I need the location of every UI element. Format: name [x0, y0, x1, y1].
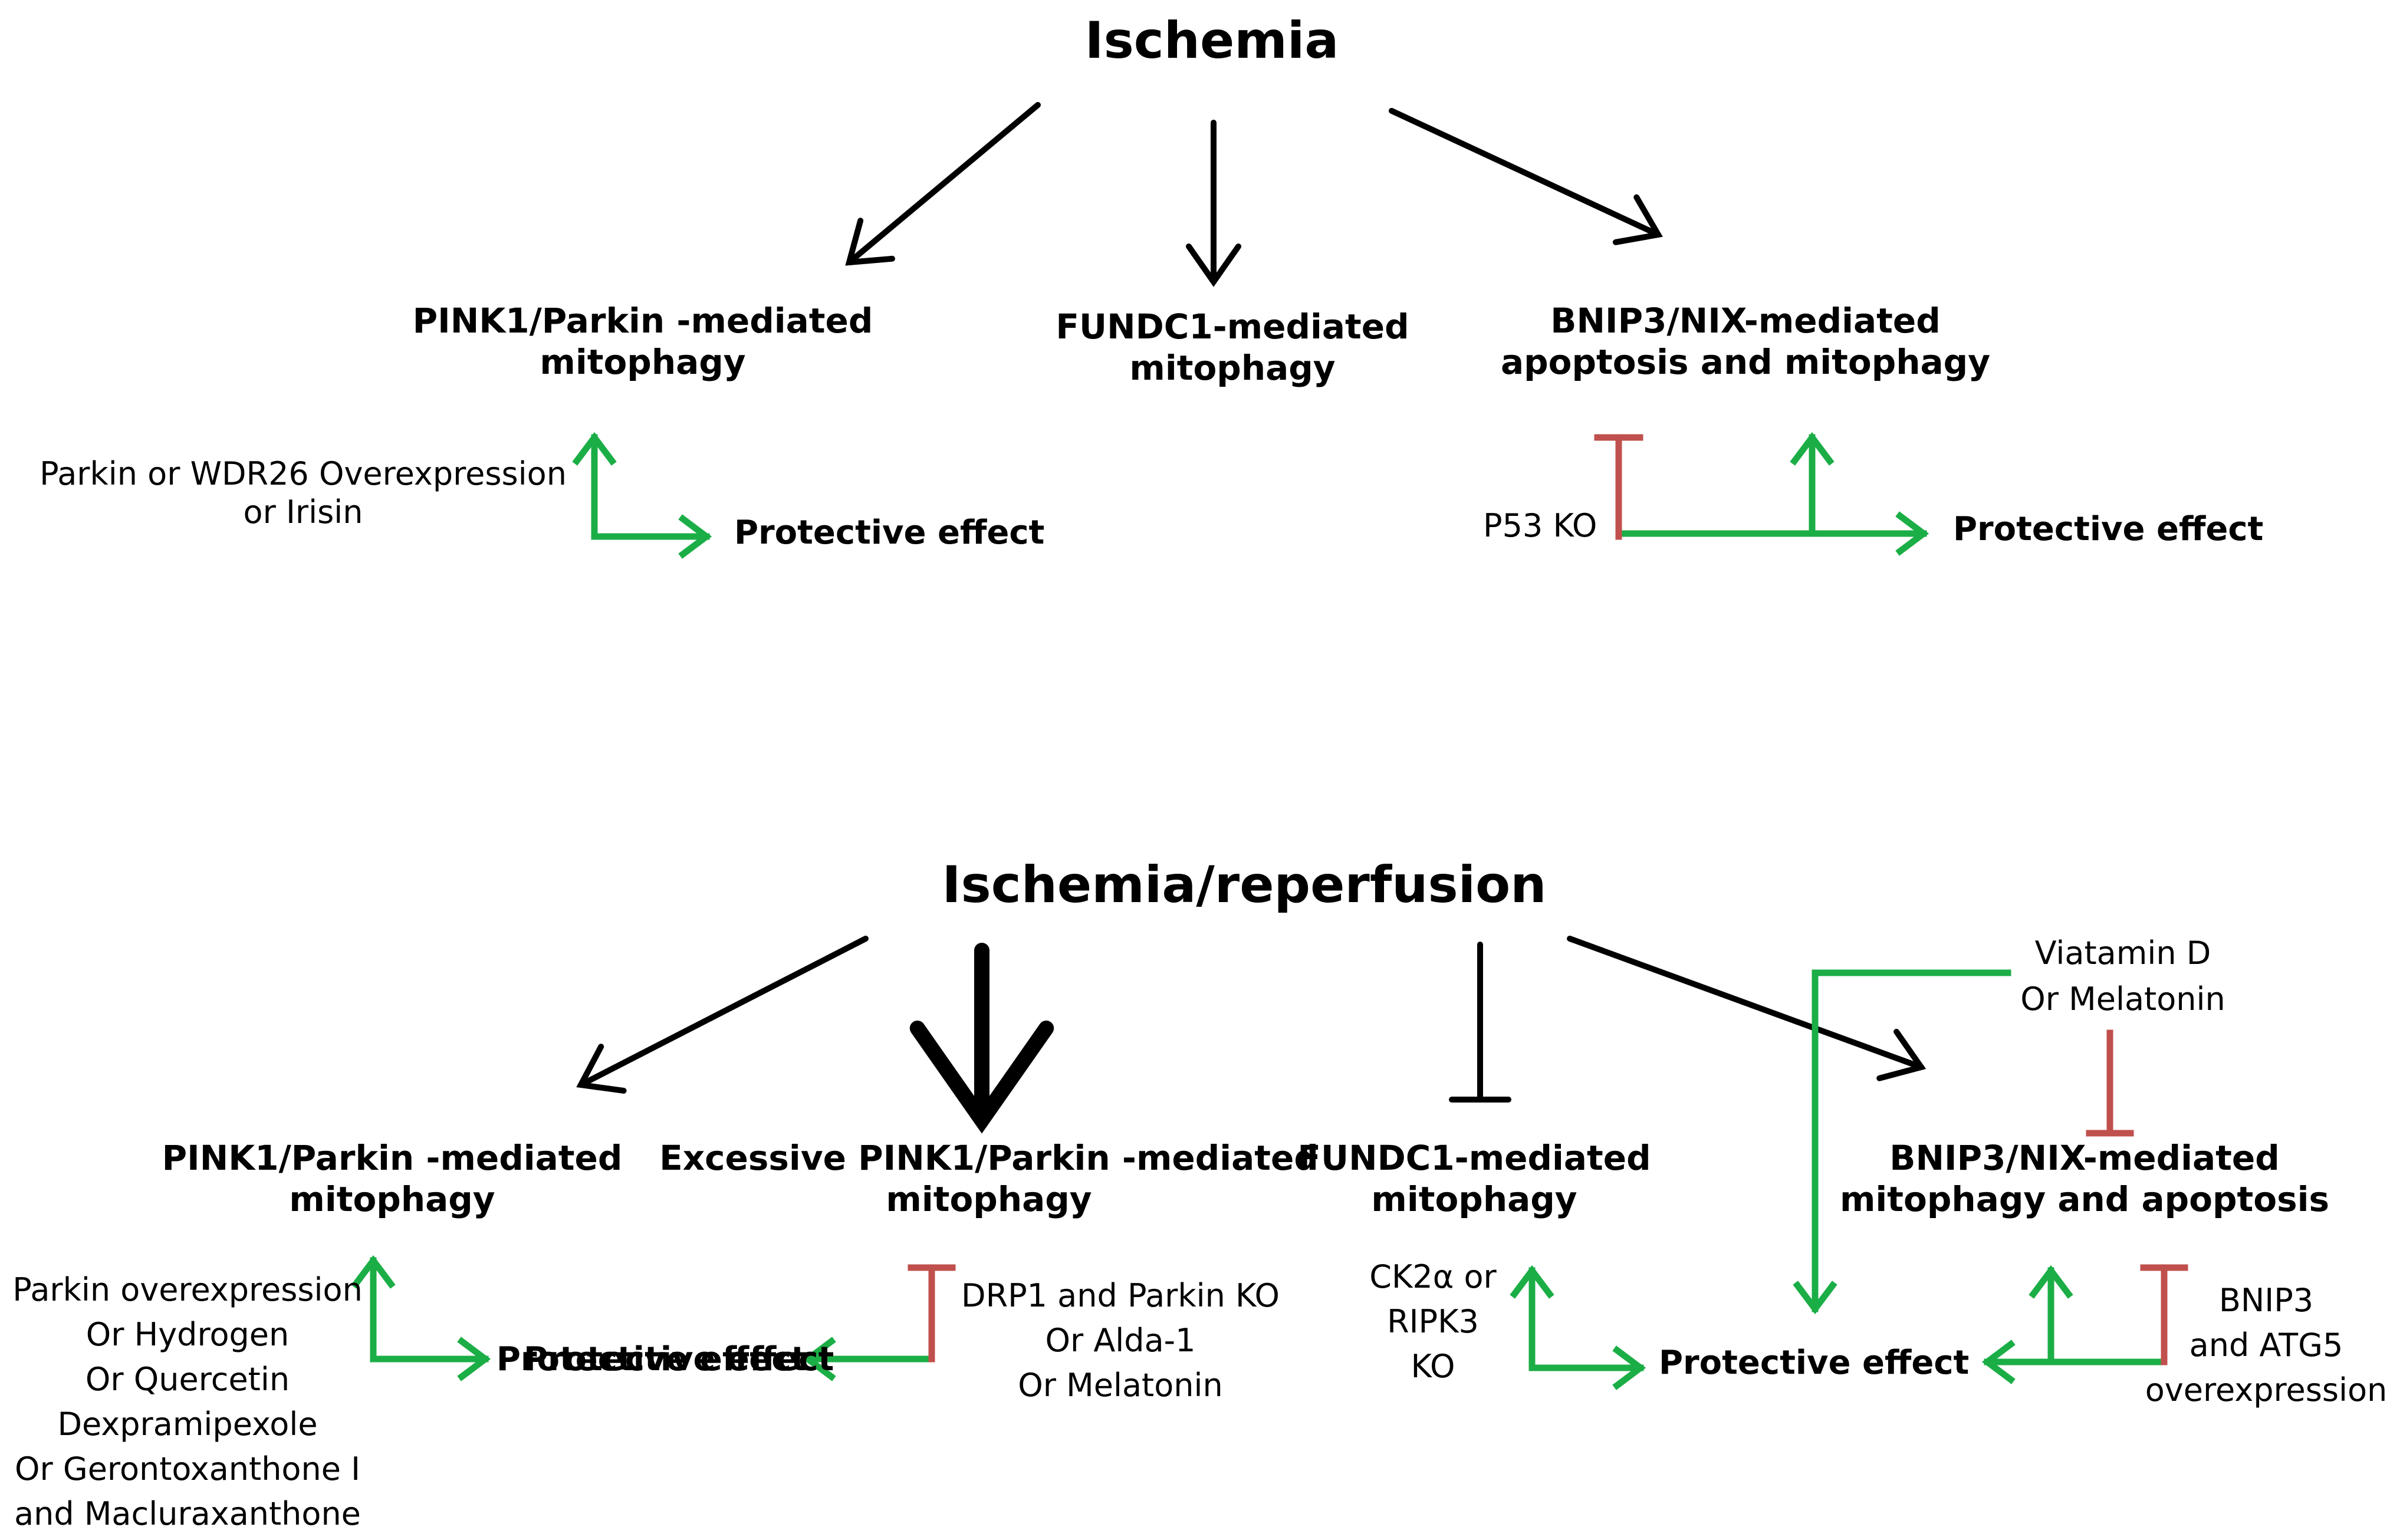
ir-bnip3-modulators: BNIP3 and ATG5 overexpression — [2145, 1282, 2388, 1409]
ischemia-pink1-activation-arrow — [572, 432, 617, 540]
ischemia-to-bnip3-arrow — [1389, 108, 1663, 245]
ir-to-pink1-arrow — [576, 936, 869, 1094]
ischemia-to-bnip3-arrow-shaft — [1389, 108, 1661, 238]
ir-to-bnip3-arrow-shaft — [1567, 936, 1924, 1070]
ir-to-pink1-arrow-shaft — [578, 936, 869, 1088]
ir-excessive-effect-arrow — [802, 1337, 935, 1381]
ischemia-bnip3-effect-arrow — [1615, 511, 1929, 556]
ir-bnip3-effect-arrow-head — [1981, 1340, 2016, 1384]
ischemia-pink1-activation-arrow-head — [572, 432, 617, 466]
ir-fundc1-node: FUNDC1-mediated mitophagy — [1297, 1138, 1651, 1219]
ir-vitamin-d-inhibition — [2086, 1029, 2134, 1137]
ir-fundc1-effect-arrow — [1528, 1345, 1646, 1390]
ischemia-pink1-protective-effect: Protective effect — [734, 514, 1045, 552]
ir-vitamin-d-melatonin: Viatamin D Or Melatonin — [2020, 934, 2225, 1018]
ischemia-bnip3-activation-arrow — [1790, 432, 1835, 537]
ir-title: Ischemia/reperfusion — [942, 855, 1547, 914]
ischemia-to-pink1-arrow-head — [845, 218, 895, 266]
ischemia-to-fundc1-arrow — [1186, 120, 1241, 287]
ir-to-excessive-pink1-arrow-head — [909, 1021, 1054, 1134]
ir-pink1-node: PINK1/Parkin -mediated mitophagy — [162, 1138, 623, 1219]
ir-vitamin-d-effect-arrow-path — [1812, 969, 2011, 1312]
ir-pink1-modulators: Parkin overexpression Or Hydrogen Or Que… — [12, 1271, 363, 1532]
ischemia-bnip3-node: BNIP3/NIX-mediated apoptosis and mitopha… — [1500, 301, 1991, 382]
ir-pink1-activation-arrow — [351, 1255, 396, 1363]
ir-excessive-effect-arrow-head — [802, 1337, 836, 1381]
ischemia-pink1-node: PINK1/Parkin -mediated mitophagy — [412, 301, 873, 382]
ischemia-pink1-modulators: Parkin or WDR26 Overexpression or Irisin — [40, 455, 567, 531]
ir-excessive-pink1-node: Excessive PINK1/Parkin -mediated mitopha… — [659, 1138, 1319, 1219]
ir-fundc1-effect-arrow-head — [1612, 1345, 1646, 1390]
ischemia-bnip3-effect-arrow-head — [1895, 511, 1929, 556]
ischemia-bnip3-activation-arrow-head — [1790, 432, 1835, 466]
ir-excessive-inhibition — [908, 1264, 956, 1363]
ir-excessive-modulators: DRP1 and Parkin KO Or Alda-1 Or Melatoni… — [961, 1277, 1280, 1404]
ischemia-pink1-effect-arrow-head — [678, 514, 712, 559]
ir-pink1-activation-arrow-head — [351, 1255, 396, 1289]
ir-bnip3-activation-arrow — [2029, 1265, 2073, 1365]
ischemia-to-pink1-arrow-shaft — [846, 102, 1041, 265]
ir-to-fundc1-inhibition — [1449, 942, 1511, 1103]
ir-pink1-protective-effect: Protective effect — [524, 1340, 834, 1378]
ir-to-bnip3-arrow — [1567, 936, 1927, 1081]
ir-fundc1-activation-arrow — [1510, 1265, 1554, 1371]
ischemia-p53-ko: P53 KO — [1483, 507, 1597, 544]
ir-vitamin-d-effect-arrow — [1793, 969, 2011, 1315]
ir-pink1-effect-arrow-head — [457, 1337, 491, 1381]
ir-fundc1-protective-effect: Protective effect — [1659, 1344, 1970, 1382]
ir-bnip3-node: BNIP3/NIX-mediated mitophagy and apoptos… — [1839, 1138, 2330, 1219]
ir-pink1-effect-arrow — [370, 1337, 491, 1381]
ir-to-excessive-pink1-arrow — [909, 943, 1054, 1134]
ir-bnip3-effect-arrow — [1981, 1340, 2168, 1384]
ischemia-fundc1-node: FUNDC1-mediated mitophagy — [1056, 307, 1409, 388]
ischemia-to-fundc1-arrow-head — [1186, 243, 1241, 287]
ir-fundc1-activation-arrow-head — [1510, 1265, 1554, 1299]
ir-to-bnip3-arrow-head — [1876, 1028, 1927, 1081]
ir-to-pink1-arrow-head — [576, 1044, 627, 1094]
ischemia-bnip3-protective-effect: Protective effect — [1953, 510, 2264, 548]
ischemia-title: Ischemia — [1084, 11, 1339, 70]
ir-bnip3-overexpression-inhibition — [2140, 1264, 2188, 1365]
ischemia-to-bnip3-arrow-head — [1612, 194, 1663, 245]
ischemia-to-pink1-arrow — [845, 102, 1041, 266]
ir-bnip3-activation-arrow-head — [2029, 1265, 2073, 1299]
ir-excessive-protective-effect-label: Protective effect — [496, 1340, 807, 1378]
ischemia-pink1-effect-arrow — [591, 514, 712, 559]
ir-vitamin-d-effect-arrow-head — [1793, 1281, 1837, 1315]
ir-fundc1-modulators: CK2α or RIPK3 KO — [1369, 1258, 1497, 1385]
ischemia-p53-inhibition — [1594, 434, 1643, 540]
